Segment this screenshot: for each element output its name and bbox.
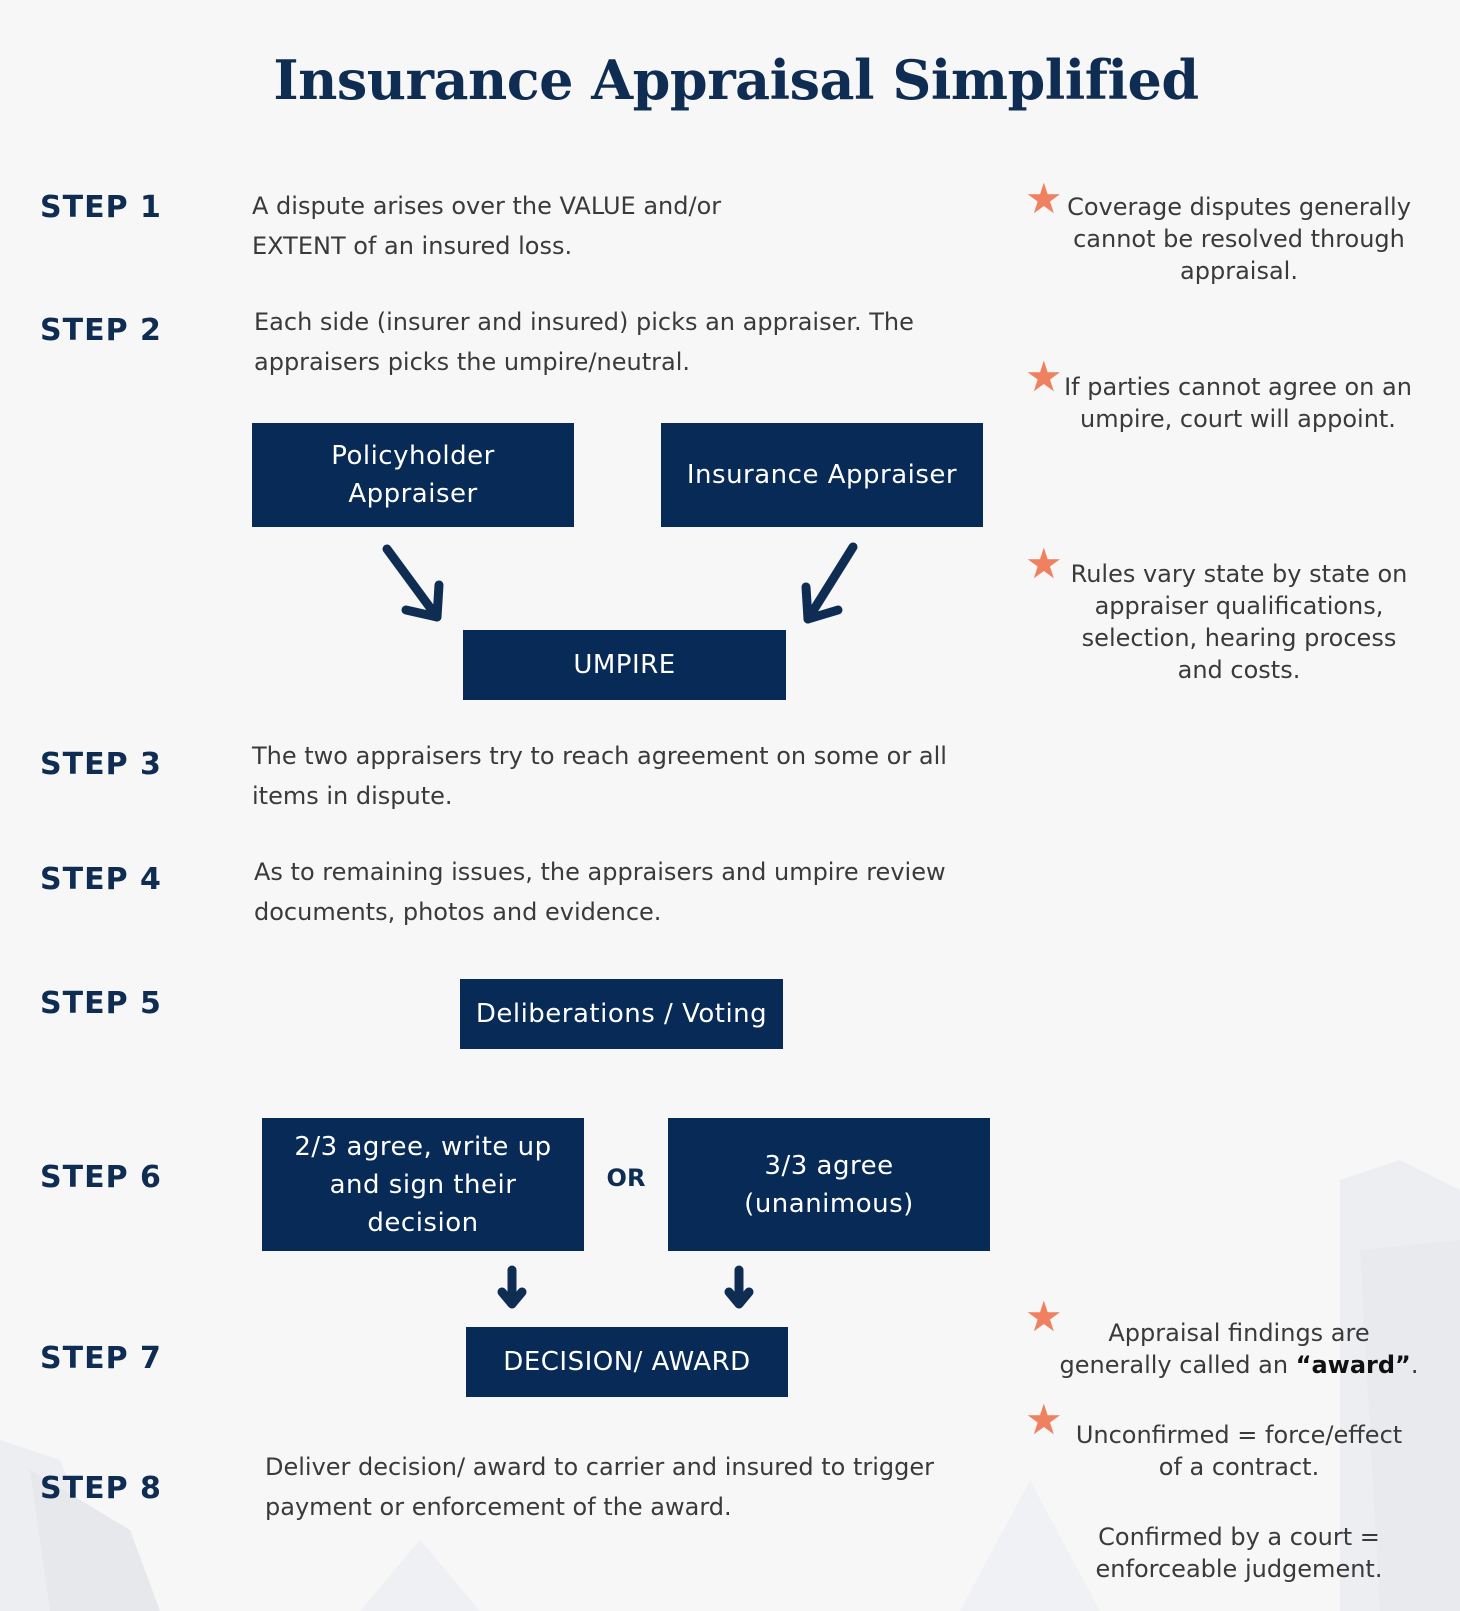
- step-6-label: STEP 6: [40, 1160, 162, 1195]
- star-icon: ★: [1025, 539, 1063, 588]
- step-2-label: STEP 2: [40, 313, 162, 348]
- note-unconfirmed: Unconfirmed = force/effect of a contract…: [1075, 1421, 1403, 1481]
- step-8-text: Deliver decision/ award to carrier and i…: [265, 1453, 935, 1521]
- star-icon: ★: [1025, 1292, 1063, 1341]
- step-3-label: STEP 3: [40, 747, 162, 782]
- note-rules-vary: Rules vary state by state on appraiser q…: [1070, 560, 1408, 684]
- star-icon: ★: [1025, 174, 1063, 223]
- deliberations-voting-box: Deliberations / Voting: [460, 979, 783, 1049]
- note-coverage: Coverage disputes generally cannot be re…: [1067, 193, 1411, 285]
- star-icon: ★: [1025, 1395, 1063, 1444]
- star-icon: ★: [1025, 352, 1063, 401]
- note-confirmed: Confirmed by a court = enforceable judge…: [1095, 1523, 1383, 1583]
- step-5-label: STEP 5: [40, 986, 162, 1021]
- note-umpire-court: If parties cannot agree on an umpire, co…: [1064, 373, 1412, 433]
- insurance-appraiser-box: Insurance Appraiser: [661, 423, 983, 527]
- decision-award-box: DECISION/ AWARD: [466, 1327, 788, 1397]
- note-award: Appraisal findings are generally called …: [1059, 1319, 1419, 1379]
- step-4-label: STEP 4: [40, 862, 162, 897]
- step-1-text: A dispute arises over the VALUE and/or E…: [252, 192, 722, 260]
- umpire-box: UMPIRE: [463, 630, 786, 700]
- step-2-text: Each side (insurer and insured) picks an…: [254, 308, 914, 376]
- step-4-text: As to remaining issues, the appraisers a…: [254, 858, 946, 926]
- or-separator: OR: [606, 1164, 646, 1192]
- policyholder-appraiser-box: Policyholder Appraiser: [252, 423, 574, 527]
- step-1-label: STEP 1: [40, 190, 162, 225]
- step-7-label: STEP 7: [40, 1341, 162, 1376]
- three-thirds-agree-box: 3/3 agree (unanimous): [668, 1118, 990, 1251]
- two-thirds-agree-box: 2/3 agree, write up and sign their decis…: [262, 1118, 584, 1251]
- page-title: Insurance Appraisal Simplified: [273, 48, 1199, 112]
- step-3-text: The two appraisers try to reach agreemen…: [252, 742, 947, 810]
- step-8-label: STEP 8: [40, 1471, 162, 1506]
